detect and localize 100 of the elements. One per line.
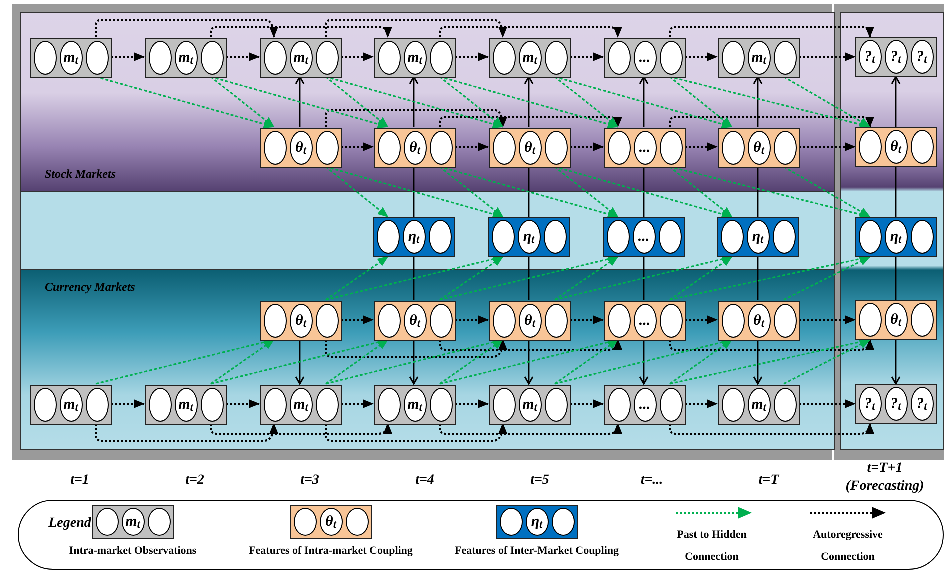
dotted-arrow	[210, 76, 275, 128]
market-band	[20, 269, 835, 450]
unit-oval: ?$_{t}$	[858, 387, 882, 421]
dotted-arrow	[210, 423, 392, 435]
feature-box	[260, 38, 342, 78]
time-step-label: t=4	[414, 472, 436, 490]
dotted-arrow	[670, 256, 733, 301]
unit-oval: η$_{t}$	[746, 220, 770, 254]
dotted-arrow	[554, 166, 733, 219]
dotted-arrow	[685, 52, 718, 62]
unit-oval: θ$_{t}$	[290, 304, 312, 338]
dotted-arrow	[570, 316, 604, 324]
connector-line	[895, 167, 897, 217]
feature-box	[718, 38, 800, 78]
dotted-arrow	[670, 76, 733, 128]
unit-oval: η$_{t}$	[402, 220, 426, 254]
arrow	[295, 76, 305, 127]
dotted-arrow	[341, 316, 374, 324]
dotted-arrow	[554, 256, 619, 301]
connector-line	[528, 167, 530, 217]
feature-box	[30, 385, 112, 425]
unit-oval: θ$_{t}$	[748, 131, 770, 165]
band-title: Stock Markets	[45, 166, 116, 183]
dotted-arrow	[784, 76, 871, 128]
dotted-arrow	[799, 400, 856, 408]
dotted-arrow	[440, 76, 619, 129]
feature-box	[260, 385, 342, 425]
time-step-label: t=...	[640, 472, 664, 490]
dotted-arrow	[326, 76, 389, 128]
feature-box	[30, 38, 112, 78]
arrow	[639, 340, 649, 385]
unit-oval: ...	[634, 388, 656, 422]
dotted-arrow	[210, 26, 392, 38]
dotted-arrow	[326, 76, 504, 129]
time-step-label: t=1	[70, 472, 90, 490]
feature-box	[488, 217, 570, 257]
dotted-arrow	[325, 339, 508, 358]
dotted-arrow	[326, 166, 389, 218]
feature-box	[145, 38, 227, 78]
unit-oval: m$_{t}$	[748, 41, 770, 75]
dotted-arrow	[440, 339, 504, 385]
dotted-arrow	[685, 316, 718, 324]
arrow	[524, 340, 534, 385]
arrow	[295, 340, 305, 385]
dotted-arrow	[325, 109, 508, 128]
time-step-label: t=T	[758, 472, 780, 490]
unit-oval: ...	[634, 131, 656, 165]
arrow	[524, 76, 534, 127]
connector-line	[757, 257, 759, 300]
dotted-arrow	[341, 52, 374, 62]
feature-box	[855, 37, 937, 77]
arrow	[639, 76, 649, 127]
dotted-arrow	[455, 400, 489, 408]
arrow	[409, 340, 419, 385]
unit-oval: m$_{t}$	[60, 41, 82, 75]
unit-oval: θ$_{t}$	[748, 304, 770, 338]
feature-box	[489, 128, 571, 168]
arrow	[753, 340, 763, 385]
unit-oval: θ$_{t}$	[404, 304, 426, 338]
dotted-arrow	[341, 400, 374, 408]
dotted-arrow	[210, 76, 389, 129]
feature-box	[373, 217, 455, 257]
dotted-arrow	[439, 339, 622, 351]
unit-oval: m$_{t}$	[290, 41, 312, 75]
dotted-arrow	[554, 339, 619, 385]
connector-line	[895, 257, 897, 300]
feature-box	[604, 385, 686, 425]
connector-line	[413, 167, 415, 217]
unit-oval: θ$_{t}$	[320, 508, 342, 536]
arrow	[409, 76, 419, 127]
feature-box	[855, 127, 937, 167]
dotted-arrow	[554, 76, 733, 129]
feature-box	[604, 38, 686, 78]
dotted-arrow	[799, 316, 856, 324]
unit-oval: ?$_{t}$	[884, 387, 908, 421]
unit-oval: ?$_{t}$	[858, 40, 882, 74]
feature-box	[718, 301, 800, 341]
dotted-arrow	[95, 423, 278, 442]
dotted-arrow	[670, 166, 733, 218]
dotted-arrow	[670, 339, 733, 385]
feature-box	[855, 384, 937, 424]
feature-box	[374, 128, 456, 168]
dotted-arrow	[669, 339, 874, 351]
legend-text: Features of Inter-Market Coupling	[454, 544, 620, 559]
band-title: Currency Markets	[45, 279, 136, 296]
dotted-arrow	[95, 19, 278, 38]
dotted-arrow	[439, 423, 622, 435]
unit-oval: θ$_{t}$	[290, 131, 312, 165]
dotted-arrow	[554, 76, 619, 128]
feature-box	[604, 128, 686, 168]
unit-oval: ?$_{t}$	[910, 40, 934, 74]
feature-box	[145, 385, 227, 425]
arrow	[891, 340, 901, 385]
connector-line	[528, 257, 530, 300]
dotted-arrow	[685, 142, 718, 152]
feature-box	[718, 385, 800, 425]
dotted-arrow	[685, 400, 718, 408]
unit-oval: η$_{t}$	[526, 508, 548, 536]
unit-oval: ...	[634, 304, 656, 338]
unit-oval: η$_{t}$	[518, 220, 540, 254]
